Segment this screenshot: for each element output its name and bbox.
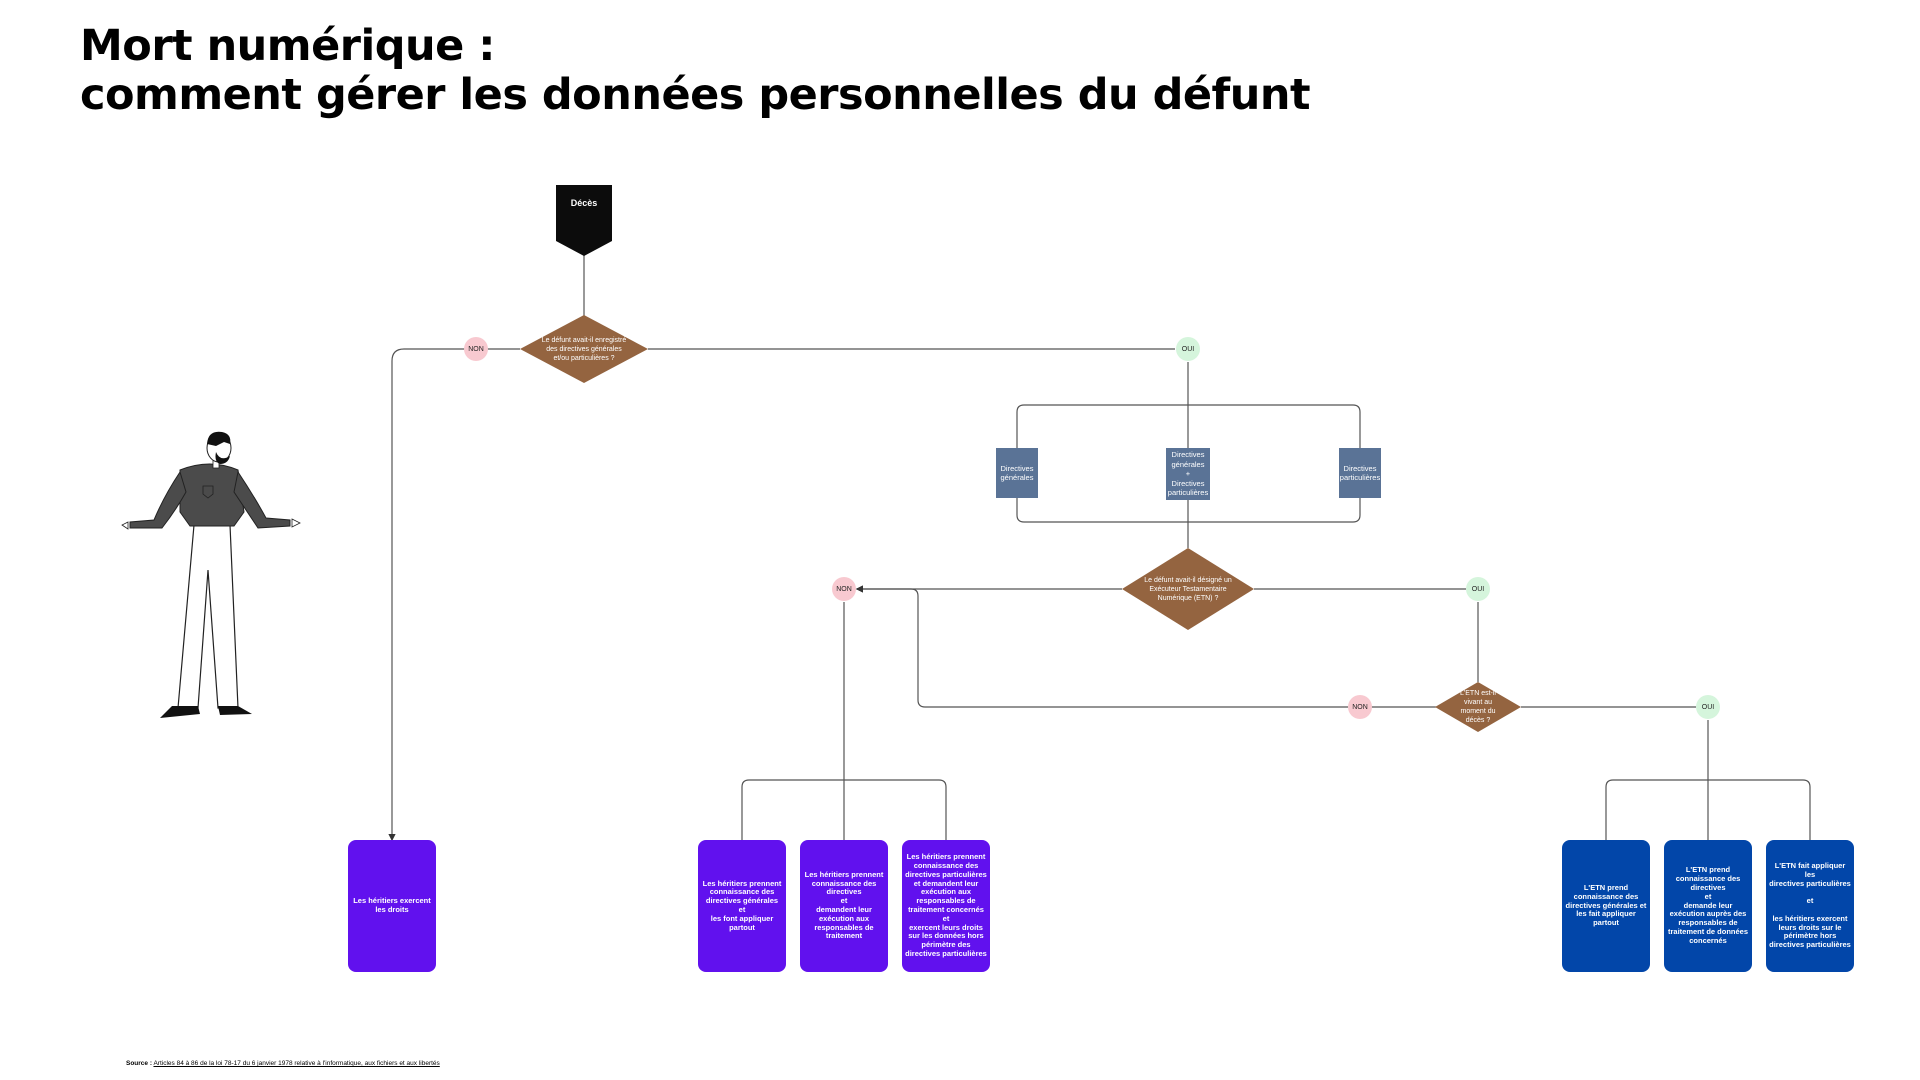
decision-q2-text: Le défunt avait-il désigné un Exécuteur … xyxy=(1144,576,1232,602)
decision-q3-shape xyxy=(1435,682,1521,732)
connector-q1-non xyxy=(388,348,520,842)
start-deces-shape xyxy=(556,185,612,256)
title-line-2: comment gérer les données personnelles d… xyxy=(80,70,1311,120)
decision-q1-shape xyxy=(520,315,648,383)
directive-box-both: Directives générales + Directives partic… xyxy=(1166,448,1210,500)
source-label: Source : xyxy=(126,1060,153,1067)
source-link[interactable]: Articles 84 à 86 de la loi 78-17 du 6 ja… xyxy=(153,1060,440,1067)
directive-box-particular: Directives particulières xyxy=(1339,448,1381,498)
source-note: Source : Articles 84 à 86 de la loi 78-1… xyxy=(126,1060,440,1067)
badge-q1-oui: OUI xyxy=(1176,337,1200,361)
outcome-no-directives: Les héritiers exercent les droits xyxy=(348,840,436,972)
start-deces-label: Décès xyxy=(570,198,598,208)
connector-q3-non xyxy=(855,585,1348,708)
decision-q3-text: L'ETN est-il vivant au moment du décès ? xyxy=(1460,690,1496,724)
badge-q2-non: NON xyxy=(832,577,856,601)
decision-q1-text: Le défunt avait-il enregistré des direct… xyxy=(541,336,627,362)
page-title: Mort numérique : comment gérer les donné… xyxy=(80,21,1311,120)
outcome-etn-particular: L'ETN fait appliquer les directives part… xyxy=(1766,840,1854,972)
badge-q1-non: NON xyxy=(464,337,488,361)
decision-q2-shape xyxy=(1122,548,1254,630)
outcome-heirs-particular: Les héritiers prennent connaissance des … xyxy=(902,840,990,972)
outcome-etn-general: L'ETN prend connaissance des directives … xyxy=(1562,840,1650,972)
outcome-heirs-both: Les héritiers prennent connaissance des … xyxy=(800,840,888,972)
badge-q2-oui: OUI xyxy=(1466,577,1490,601)
outcome-heirs-general: Les héritiers prennent connaissance des … xyxy=(698,840,786,972)
badge-q3-oui: OUI xyxy=(1696,695,1720,719)
badge-q3-non: NON xyxy=(1348,695,1372,719)
title-line-1: Mort numérique : xyxy=(80,21,495,71)
outcome-etn-both: L'ETN prend connaissance des directives … xyxy=(1664,840,1752,972)
directive-box-general: Directives générales xyxy=(996,448,1038,498)
shrugging-man-illustration xyxy=(121,431,301,718)
